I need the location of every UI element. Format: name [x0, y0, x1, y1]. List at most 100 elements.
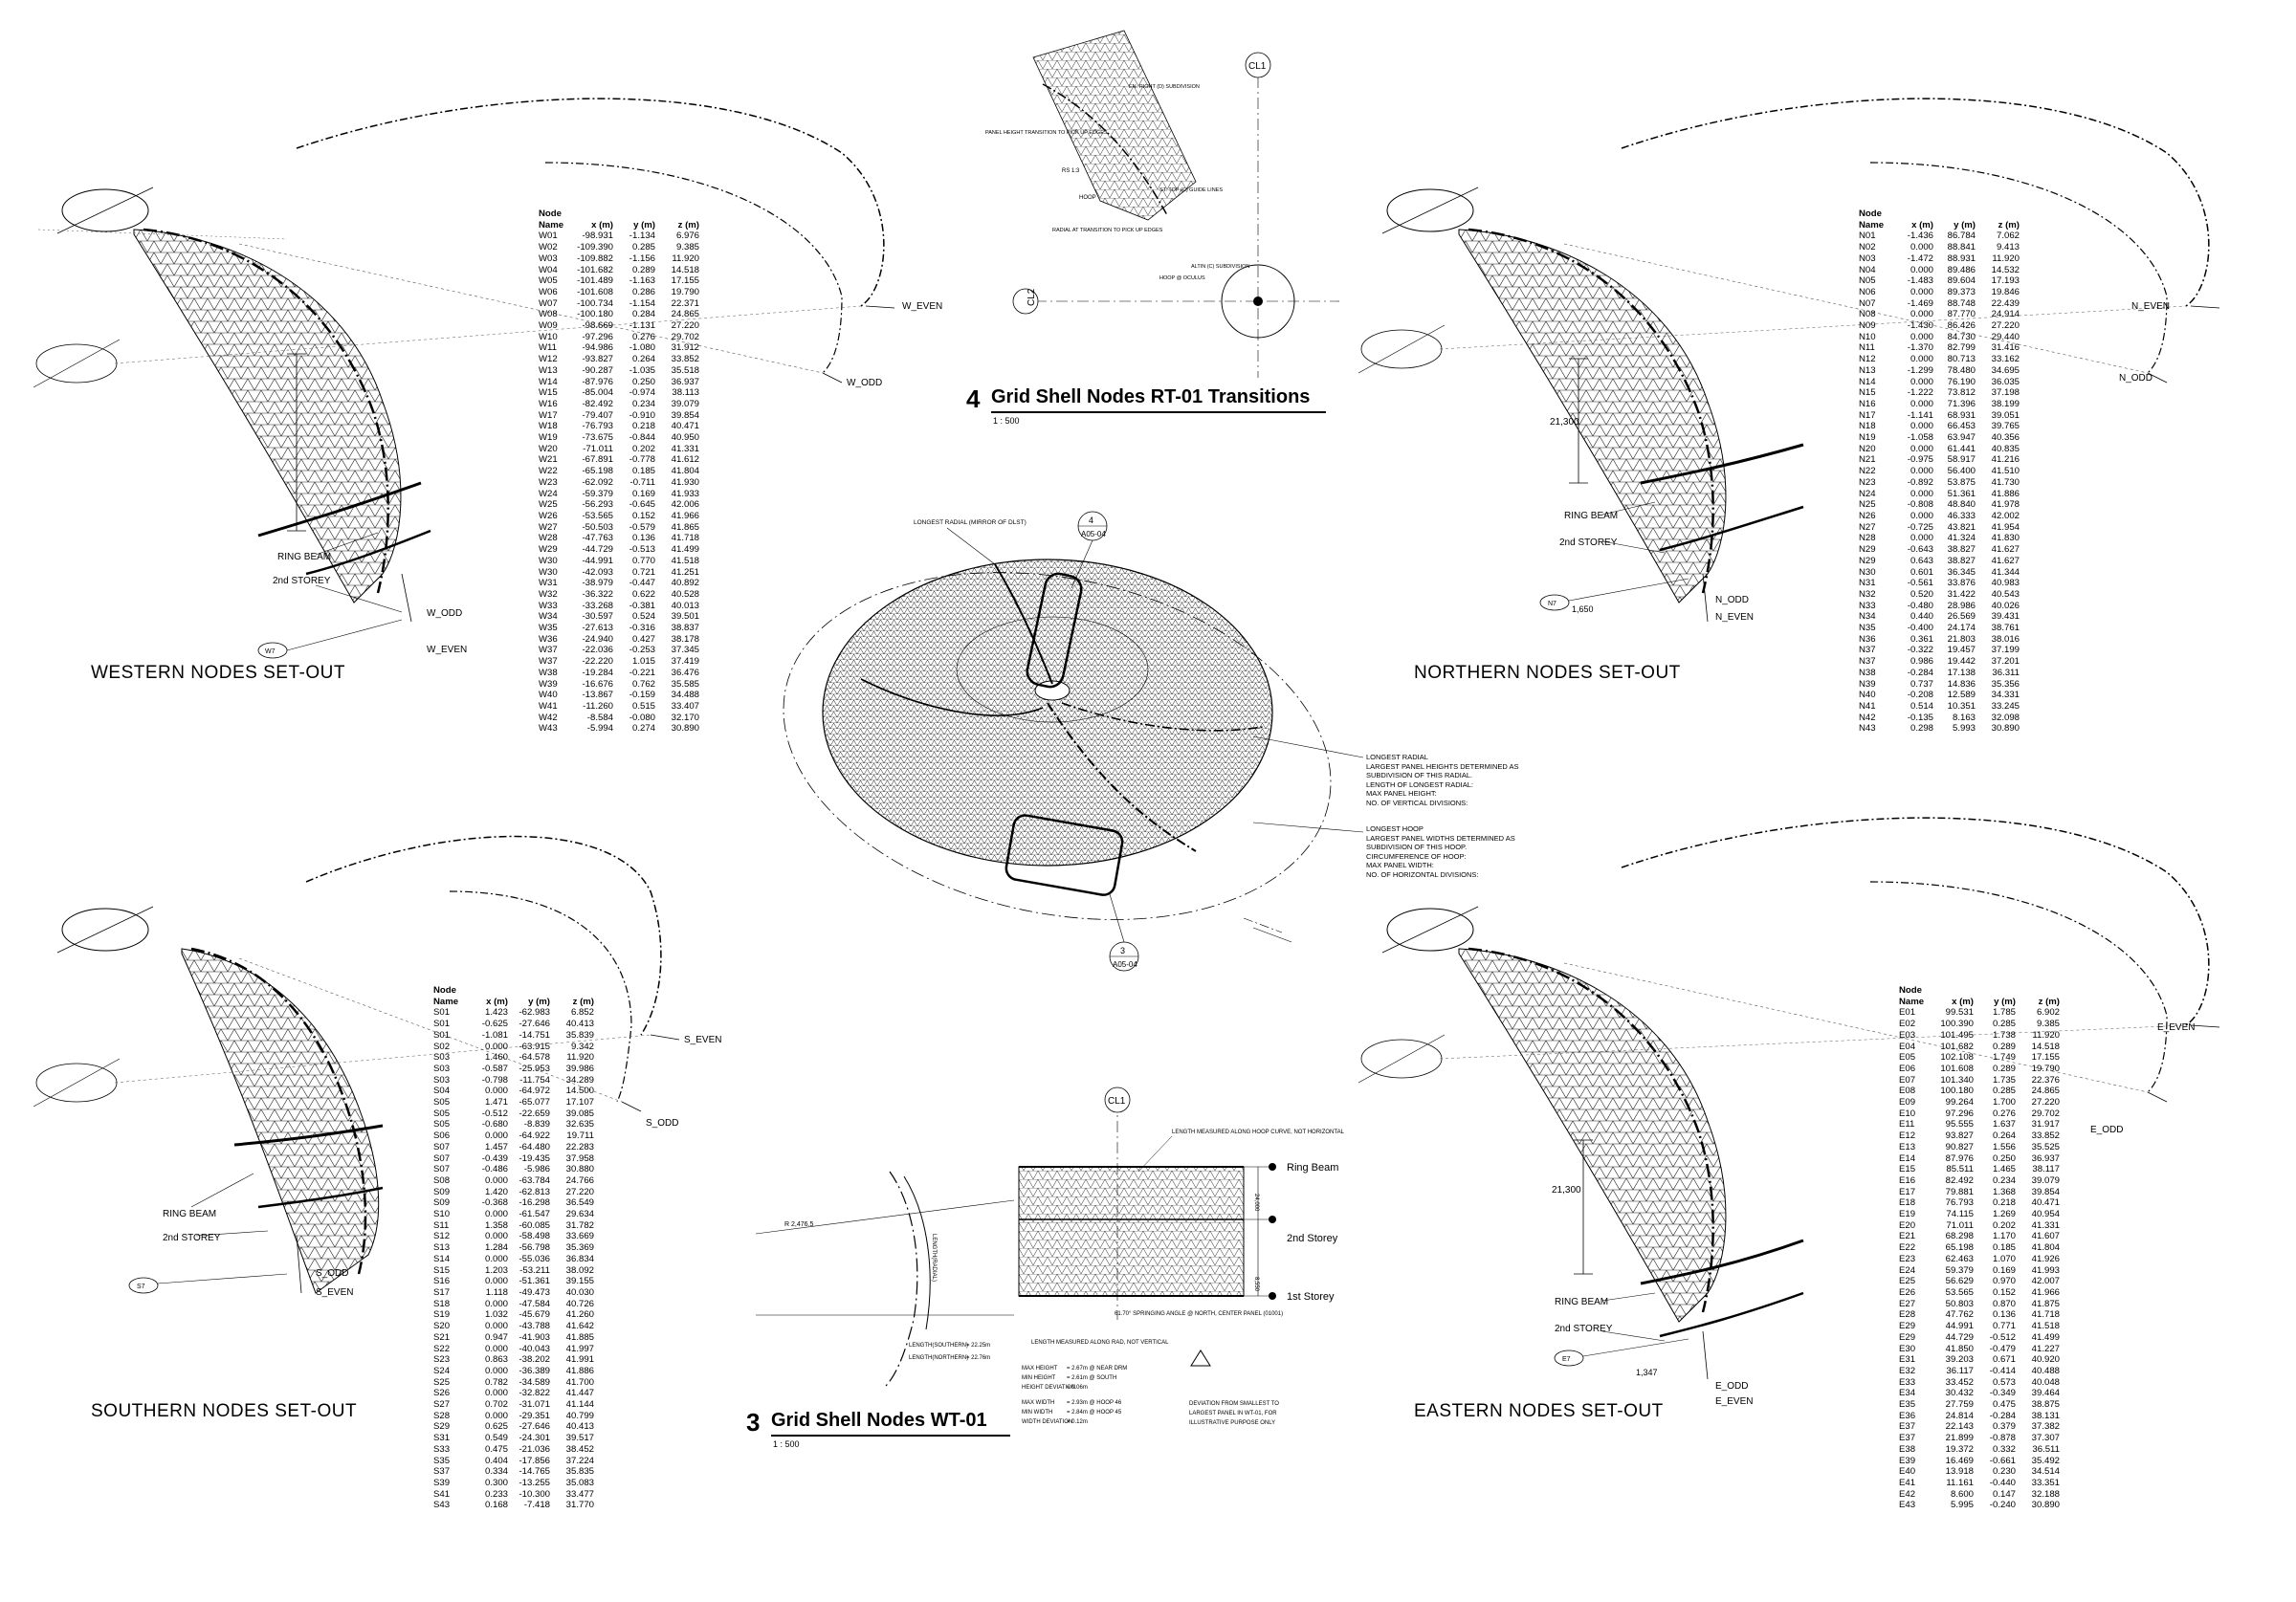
- table-cell: -36.389: [519, 1365, 550, 1376]
- table-cell: -17.856: [519, 1455, 550, 1466]
- table-cell: 27.759: [1945, 1399, 1974, 1411]
- table-cell: 0.286: [631, 286, 655, 297]
- table-cell: N11: [1859, 342, 1875, 354]
- table-cell: 0.234: [631, 398, 655, 409]
- rt01-cl1: CL1: [1248, 61, 1267, 72]
- table-cell: 1.735: [1992, 1074, 2016, 1086]
- e-ring-beam-label: RING BEAM: [1555, 1297, 1608, 1307]
- rt01-detail: CL1 CL2 PANEL HEIGHT TRANSITION TO PICK …: [985, 30, 1339, 378]
- table-cell: 22.439: [1991, 297, 2020, 309]
- table-cell: 41.216: [1991, 454, 2020, 466]
- table-cell: E10: [1899, 1108, 1916, 1119]
- table-cell: 41.499: [671, 544, 699, 556]
- table-cell: E23: [1899, 1253, 1916, 1264]
- table-cell: W30: [539, 555, 558, 566]
- table-cell: -51.361: [519, 1276, 550, 1287]
- table-cell: 41.885: [565, 1331, 594, 1343]
- table-cell: N02: [1859, 242, 1876, 253]
- table-cell: N32: [1859, 588, 1876, 600]
- table-cell: 38.199: [1991, 398, 2020, 409]
- table-cell: 99.531: [1945, 1007, 1974, 1019]
- torus-note-hoop-2: LARGEST PANEL WIDTHS DETERMINED AS: [1366, 833, 1515, 843]
- table-cell: W04: [539, 264, 558, 275]
- table-cell: -5.994: [586, 723, 613, 735]
- table-cell: -60.085: [519, 1219, 550, 1231]
- table-cell: 35.525: [2031, 1141, 2060, 1152]
- table-cell: 41.499: [2031, 1331, 2060, 1343]
- table-cell: 22.376: [2031, 1074, 2060, 1086]
- table-cell: 50.803: [1945, 1298, 1974, 1309]
- table-cell: 48.840: [1947, 499, 1976, 511]
- table-cell: 0.218: [631, 421, 655, 432]
- table-cell: N14: [1859, 376, 1876, 387]
- table-cell: N35: [1859, 623, 1876, 634]
- table-cell: 30.890: [671, 723, 699, 735]
- table-cell: S07: [433, 1152, 451, 1164]
- s-tag: S7: [137, 1284, 145, 1290]
- table-cell: 0.332: [1992, 1443, 2016, 1455]
- table-cell: -22.659: [519, 1108, 550, 1119]
- table-cell: 27.220: [565, 1186, 594, 1197]
- table-cell: N26: [1859, 510, 1876, 521]
- eastern-title: EASTERN NODES SET-OUT: [1414, 1401, 1664, 1421]
- table-cell: 0.721: [631, 566, 655, 578]
- table-cell: -1.370: [1907, 342, 1933, 354]
- table-cell: -31.071: [519, 1399, 550, 1411]
- table-cell: 0.870: [1992, 1298, 2016, 1309]
- table-cell: W26: [539, 510, 558, 521]
- table-cell: E17: [1899, 1186, 1916, 1197]
- table-cell: 0.000: [484, 1209, 508, 1220]
- table-cell: -32.822: [519, 1388, 550, 1399]
- table-cell: 41.510: [1991, 466, 2020, 477]
- table-cell: 38.827: [1947, 544, 1976, 556]
- table-cell: 74.115: [1946, 1209, 1974, 1220]
- table-cell: 35.839: [565, 1029, 594, 1041]
- table-cell: 38.092: [565, 1264, 594, 1276]
- table-cell: -50.503: [582, 521, 613, 533]
- table-cell: 37.382: [2031, 1421, 2060, 1433]
- table-cell: S28: [433, 1410, 451, 1421]
- table-cell: -0.798: [481, 1074, 508, 1086]
- table-cell: N23: [1859, 476, 1876, 488]
- table-cell: -79.407: [582, 409, 613, 421]
- e-even-label: E_EVEN: [1715, 1396, 1753, 1407]
- table-cell: 0.000: [1910, 510, 1933, 521]
- table-cell: S14: [433, 1253, 451, 1264]
- table-cell: 5.995: [1950, 1500, 1974, 1511]
- rt01-title: Grid Shell Nodes RT-01 Transitions: [991, 386, 1311, 407]
- table-cell: W35: [539, 623, 558, 634]
- table-cell: -19.284: [582, 667, 613, 678]
- table-cell: 40.726: [565, 1298, 594, 1309]
- e-storey-label: 2nd STOREY: [1555, 1324, 1613, 1334]
- table-cell: E16: [1899, 1174, 1916, 1186]
- table-cell: W18: [539, 421, 558, 432]
- table-cell: 28.986: [1947, 600, 1976, 611]
- table-cell: S19: [433, 1309, 451, 1321]
- table-cell: S05: [433, 1108, 451, 1119]
- wt01-spec-5-val: = 2.84m @ HOOP 45: [1067, 1410, 1122, 1415]
- table-cell: -47.763: [582, 533, 613, 544]
- table-cell: -0.512: [1989, 1331, 2016, 1343]
- e-odd-top-label: E_ODD: [2090, 1125, 2123, 1135]
- table-cell: 41.718: [2031, 1309, 2060, 1321]
- table-cell: S24: [433, 1365, 451, 1376]
- table-cell: 97.296: [1945, 1108, 1974, 1119]
- table-cell: E29: [1899, 1321, 1916, 1332]
- table-cell: N09: [1859, 320, 1876, 332]
- table-cell: 19.846: [1991, 286, 2020, 297]
